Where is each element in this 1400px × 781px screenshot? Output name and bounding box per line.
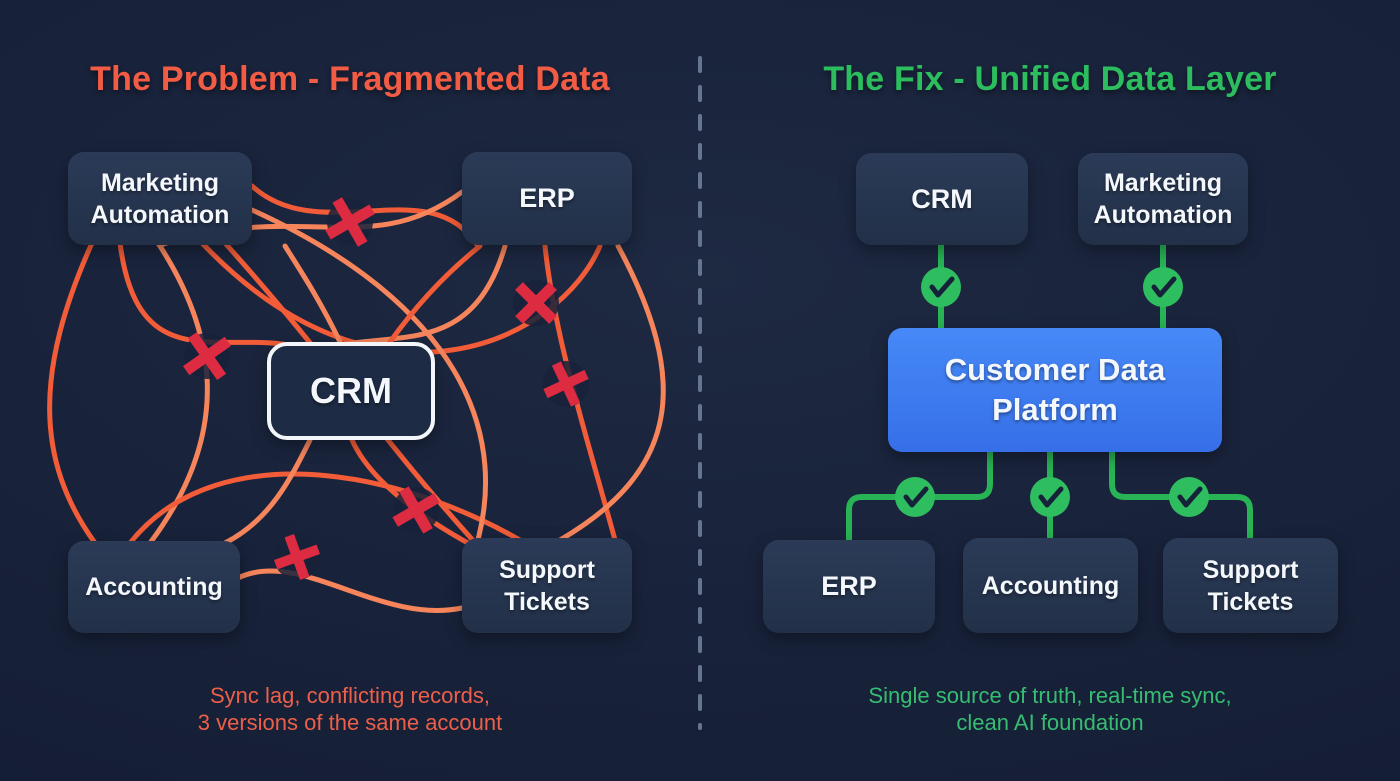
- x-cross-icon: [543, 361, 589, 407]
- left-box-erp: ERP: [462, 152, 632, 245]
- right-box-crm: CRM: [856, 153, 1028, 245]
- problem-caption: Sync lag, conflicting records, 3 version…: [0, 682, 700, 736]
- fix-caption-line1: Single source of truth, real-time sync,: [868, 683, 1232, 708]
- left-box-crm: CRM: [267, 342, 435, 440]
- fix-title: The Fix - Unified Data Layer: [823, 60, 1277, 98]
- right-box-customer-data-platform: Customer Data Platform: [888, 328, 1222, 452]
- check-circle-icons: [895, 267, 1209, 517]
- right-box-support-tickets: Support Tickets: [1163, 538, 1338, 633]
- right-box-erp: ERP: [763, 540, 935, 633]
- problem-caption-line1: Sync lag, conflicting records,: [209, 683, 491, 708]
- fix-caption: Single source of truth, real-time sync, …: [700, 682, 1400, 736]
- right-box-accounting: Accounting: [963, 538, 1138, 633]
- error-x-icons: [182, 197, 589, 580]
- fix-caption-line2: clean AI foundation: [956, 710, 1144, 735]
- left-box-marketing-automation: Marketing Automation: [68, 152, 252, 245]
- check-circle-icon: [1030, 477, 1070, 517]
- problem-title: The Problem - Fragmented Data: [90, 60, 610, 98]
- check-circle-icon: [895, 477, 935, 517]
- check-circle-icon: [1169, 477, 1209, 517]
- x-cross-icon: [182, 331, 232, 381]
- x-cross-icon: [513, 280, 559, 326]
- left-box-support-tickets: Support Tickets: [462, 538, 632, 633]
- right-box-marketing-automation: Marketing Automation: [1078, 153, 1248, 245]
- x-cross-icon: [392, 486, 440, 534]
- x-cross-icon: [325, 197, 375, 247]
- left-box-accounting: Accounting: [68, 541, 240, 633]
- check-circle-icon: [1143, 267, 1183, 307]
- check-circle-icon: [921, 267, 961, 307]
- problem-caption-line2: 3 versions of the same account: [197, 710, 503, 735]
- x-cross-icon: [274, 534, 320, 580]
